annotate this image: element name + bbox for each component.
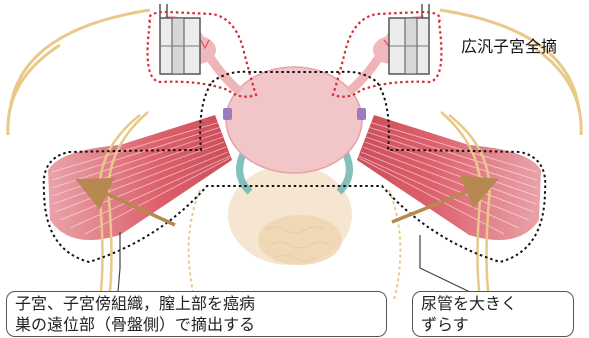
callout-left-line2: 巣の遠位部（骨盤側）で摘出する: [15, 314, 378, 335]
surgical-clamp-icon: [389, 4, 429, 74]
callout-right-line2: ずらす: [421, 314, 565, 335]
callout-right: 尿管を大きく ずらす: [412, 291, 574, 337]
diagram-title: 広汎子宮全摘: [461, 33, 557, 57]
left-parametrium: [48, 115, 232, 240]
surgical-clamp-icon: [160, 4, 200, 74]
left-ligament-stump: [223, 108, 232, 120]
right-parametrium: [357, 115, 541, 240]
callout-left: 子宮、子宮傍組織，膣上部を癌病 巣の遠位部（骨盤側）で摘出する: [6, 291, 387, 337]
bladder: [228, 165, 352, 265]
uterus: [226, 67, 362, 173]
right-ligament-stump: [357, 108, 366, 120]
callout-right-line1: 尿管を大きく: [421, 293, 565, 314]
callout-left-line1: 子宮、子宮傍組織，膣上部を癌病: [15, 293, 378, 314]
